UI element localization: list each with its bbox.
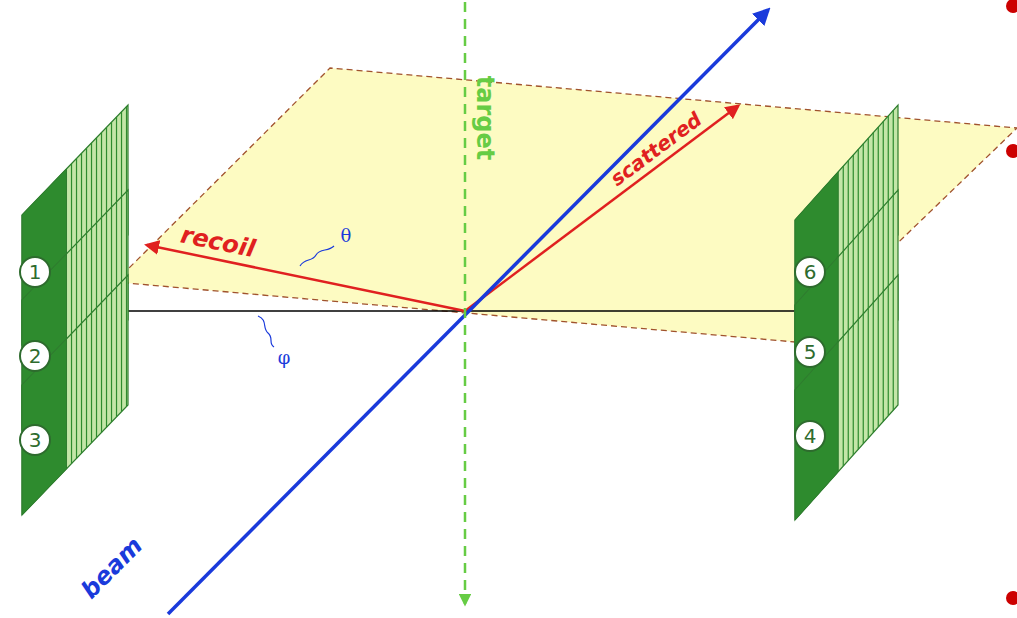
bullet-dot bbox=[1006, 144, 1017, 158]
callout-number: 6 bbox=[804, 262, 817, 282]
callout-number: 2 bbox=[29, 346, 42, 366]
target-label: target bbox=[472, 76, 498, 160]
detector-panel bbox=[22, 275, 128, 515]
callout-circle: 6 bbox=[794, 256, 826, 288]
bullet-dot bbox=[1006, 591, 1017, 605]
reference-line bbox=[100, 310, 800, 312]
beam-arrow bbox=[168, 10, 768, 614]
scattered-arrow bbox=[465, 106, 738, 311]
recoil-arrow bbox=[147, 245, 465, 311]
callout-circle: 4 bbox=[794, 420, 826, 452]
angle-theta: θ bbox=[341, 226, 352, 246]
callout-circle: 1 bbox=[19, 256, 51, 288]
target-arrow bbox=[464, 2, 467, 604]
beam-label: beam bbox=[76, 532, 147, 604]
callout-number: 5 bbox=[804, 342, 817, 362]
bullet-dot bbox=[1006, 0, 1017, 13]
angle-phi: φ bbox=[278, 348, 291, 368]
phi-leader bbox=[258, 316, 274, 347]
detector-panels bbox=[22, 105, 898, 520]
callout-circle: 2 bbox=[19, 340, 51, 372]
callout-number: 1 bbox=[29, 262, 42, 282]
theta-leader bbox=[300, 246, 334, 266]
callout-number: 4 bbox=[804, 426, 817, 446]
callout-circle: 3 bbox=[19, 424, 51, 456]
callout-number: 3 bbox=[29, 430, 42, 450]
detector-panel bbox=[795, 275, 898, 520]
callout-circle: 5 bbox=[794, 336, 826, 368]
